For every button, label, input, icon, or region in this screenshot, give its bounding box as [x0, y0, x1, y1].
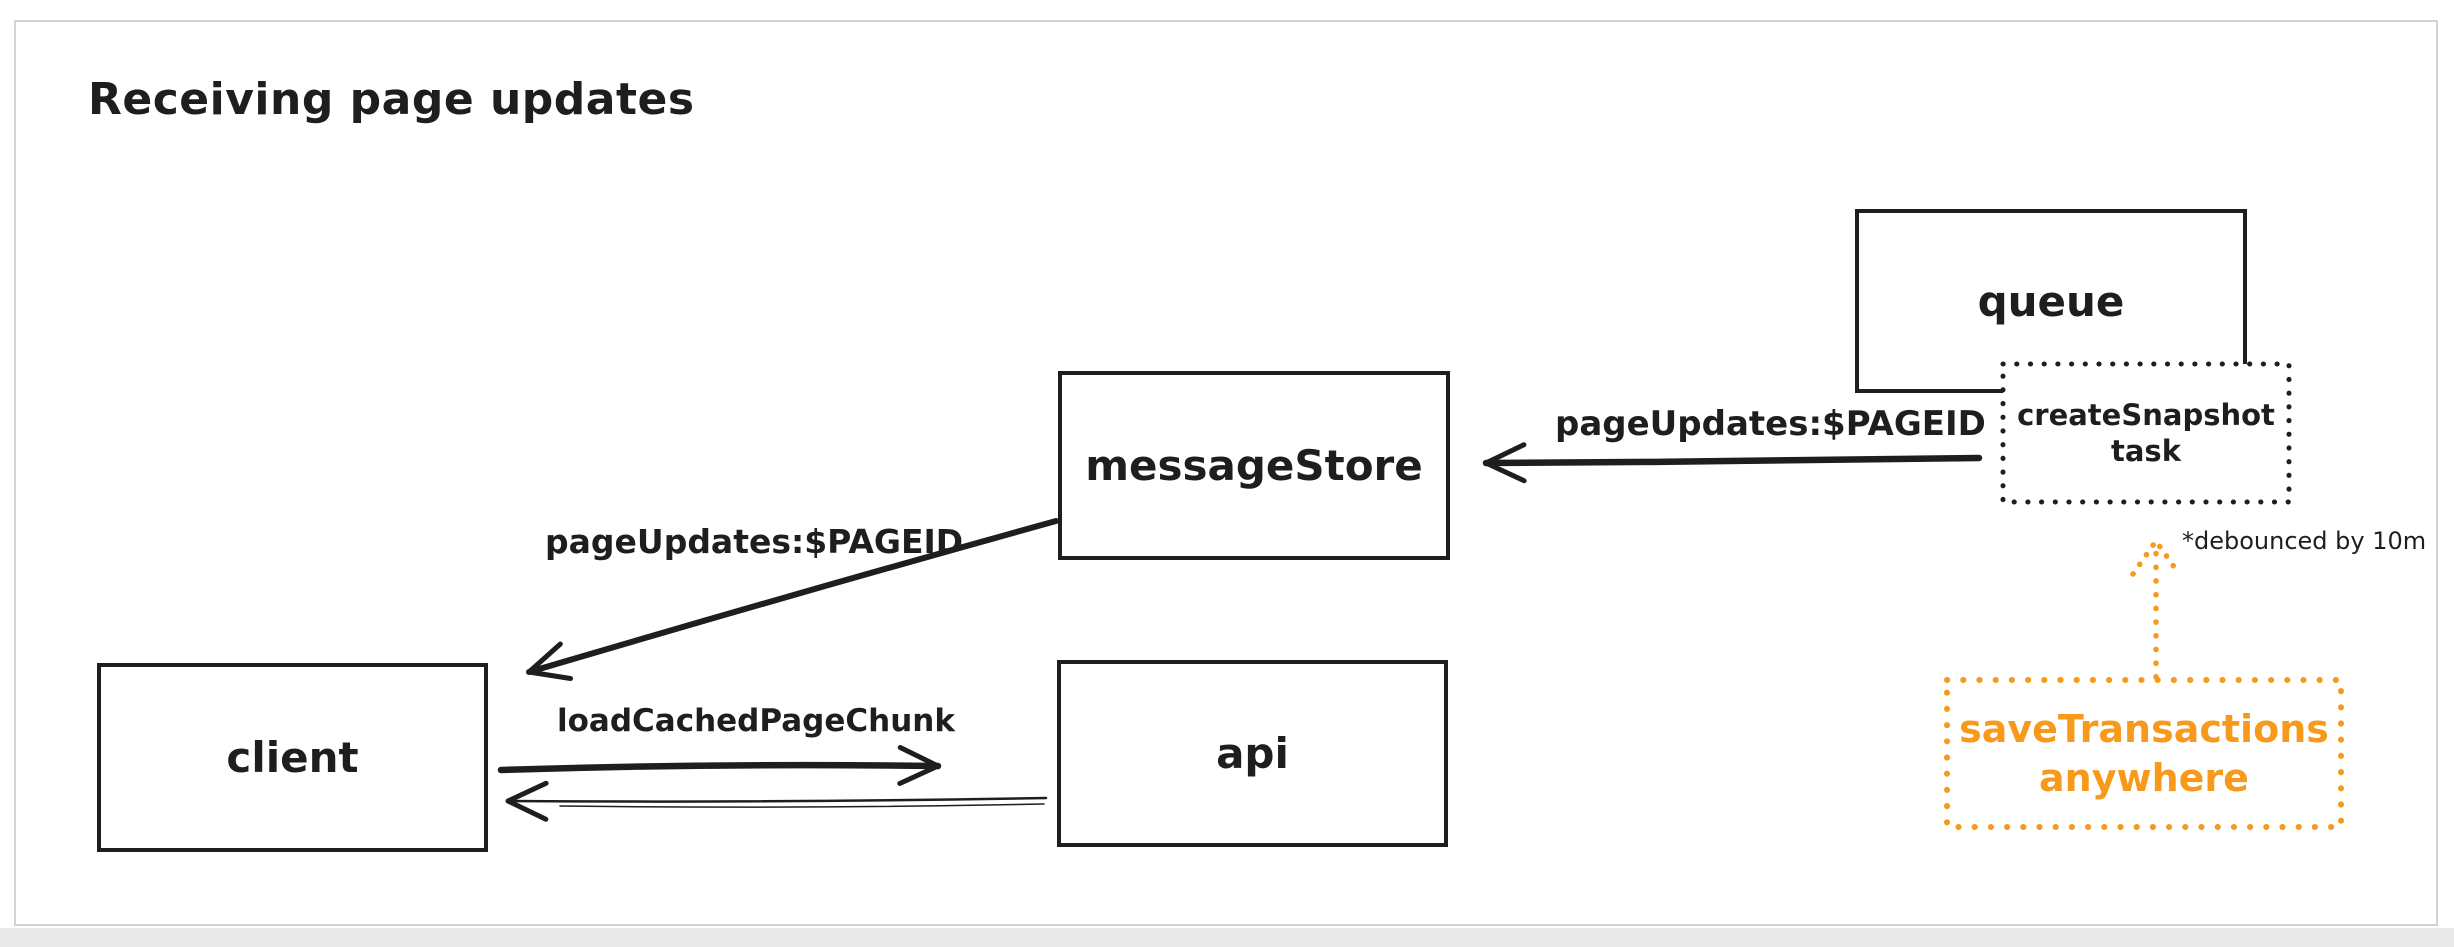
node-api-label: api	[1216, 729, 1289, 778]
node-create-snapshot-task: createSnapshot task	[2003, 364, 2289, 502]
node-api: api	[1057, 660, 1448, 847]
edge-label-pageupdates-right: pageUpdates:$PAGEID	[1555, 404, 1986, 444]
diagram-title: Receiving page updates	[88, 74, 695, 125]
node-create-snapshot-task-label-line1: createSnapshot	[2017, 398, 2275, 432]
node-save-transactions-label-line1: saveTransactions	[1959, 706, 2329, 751]
node-save-transactions: saveTransactions anywhere	[1947, 680, 2341, 827]
debounced-annotation: *debounced by 10m	[2182, 527, 2427, 555]
node-message-store: messageStore	[1058, 371, 1450, 560]
edge-label-loadcachedpagechunk: loadCachedPageChunk	[557, 703, 955, 739]
node-client: client	[97, 663, 488, 852]
edge-label-pageupdates-left: pageUpdates:$PAGEID	[545, 522, 964, 561]
node-queue-label: queue	[1977, 276, 2125, 326]
node-save-transactions-label-line2: anywhere	[2039, 755, 2249, 800]
node-client-label: client	[226, 733, 359, 782]
node-message-store-label: messageStore	[1085, 441, 1423, 490]
node-create-snapshot-task-label-line2: task	[2111, 434, 2181, 468]
page-bottom-strip	[0, 928, 2454, 947]
